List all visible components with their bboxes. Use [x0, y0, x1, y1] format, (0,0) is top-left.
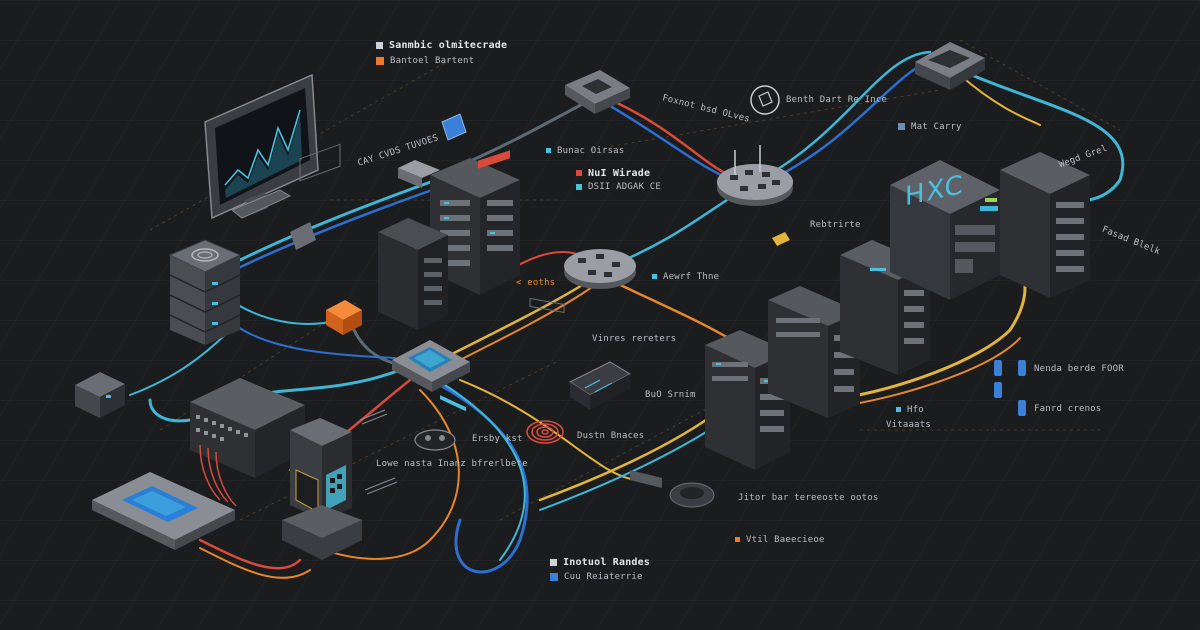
storage-tower-icon: [282, 418, 362, 560]
label-hfo: Hfo: [896, 405, 924, 415]
label-vtil: Vtil Baeecieoe: [735, 535, 825, 545]
router-icon: [915, 42, 985, 90]
switch-hub-icon: [565, 70, 630, 114]
server-rack-icon: [705, 152, 1090, 470]
label-nui: NuI Wirade: [576, 168, 650, 179]
misc-components: [290, 85, 1026, 508]
legend-bottom-title: Inotuol Randes: [550, 557, 650, 568]
server-rack-icon: [168, 239, 242, 345]
square-icon: [376, 41, 383, 49]
power-adapter-icon: [326, 300, 362, 335]
label-bunac: Bunac Oirsas: [546, 146, 624, 156]
label-aewrf: Aewrf Thne: [652, 272, 719, 282]
switch-hub-icon: [564, 249, 636, 289]
label-vitiaaats: Vitaaats: [886, 420, 931, 430]
legend-top-subtitle: Bantoel Bartent: [376, 56, 474, 66]
legend-top-title: Sanmbic olmitecrade: [376, 40, 507, 51]
label-dustn: Dustn Bnaces: [577, 431, 645, 441]
legend-bottom-subtitle: Cuu Reiaterrie: [550, 572, 643, 582]
switch-hub-icon: [717, 145, 793, 206]
router-icon: [75, 372, 125, 418]
server-rack-icon: [378, 218, 448, 330]
label-erbsy: Ersby kst: [472, 434, 523, 444]
label-dsti: DSII ADGAK CE: [576, 182, 661, 192]
switch-hub-icon: [392, 340, 470, 392]
tablet-icon: [92, 472, 235, 550]
label-mat: Mat Carry: [898, 122, 962, 132]
label-aohs: < eoths: [516, 278, 556, 288]
label-nenda: Nenda berde FOOR: [1034, 364, 1124, 374]
switch-hub-icon: [190, 378, 305, 507]
label-lower: Lowe nasta Inanz bfrerlbete: [376, 459, 528, 469]
cable-coil-icon: [526, 420, 564, 444]
label-buo: BuO Srnim: [645, 390, 696, 400]
orange-square-icon: [376, 56, 384, 65]
label-jitor: Jitor bar tereeoste ootos: [738, 493, 879, 503]
label-fanrd: Fanrd crenos: [1034, 404, 1102, 414]
square-icon: [550, 558, 557, 566]
blue-square-icon: [550, 572, 558, 581]
label-neptrite: Rebtrirte: [810, 220, 861, 230]
label-vinres: Vinres rereters: [592, 334, 677, 344]
monitor-icon: [204, 73, 319, 220]
label-hub-right: Benth Dart Re Ince: [786, 95, 888, 105]
